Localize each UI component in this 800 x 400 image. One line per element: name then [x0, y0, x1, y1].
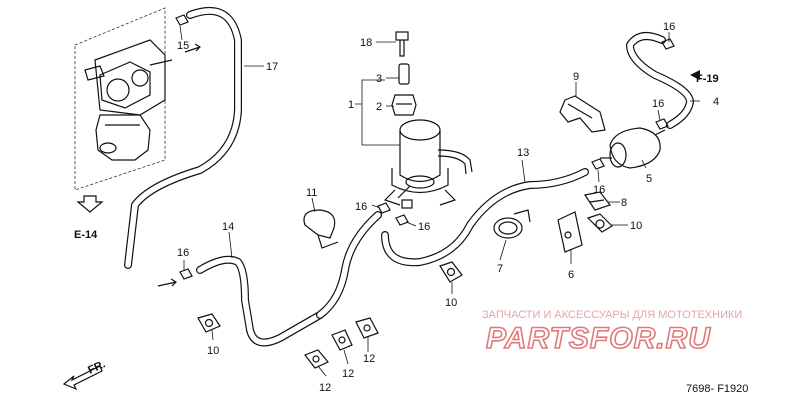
- watermark: ЗАПЧАСТИ И АКСЕССУАРЫ ДЛЯ МОТОТЕХНИКИ PA…: [482, 309, 742, 356]
- hose-13: [381, 168, 589, 267]
- part-label: 6: [568, 269, 574, 281]
- part-label: 12: [363, 353, 375, 365]
- part-label: 11: [306, 187, 317, 199]
- clip-10-center: [439, 261, 463, 283]
- fuel-pump: [383, 119, 457, 209]
- down-arrow-icon: [76, 195, 104, 213]
- part-label: 5: [646, 173, 652, 185]
- clip-8: [584, 191, 611, 211]
- part-label: 13: [517, 147, 529, 159]
- watermark-brand: PARTSFOR.RU: [486, 322, 711, 355]
- part-label: 16: [652, 98, 664, 110]
- part-label: 18: [360, 37, 372, 49]
- arrow-right-icon: [690, 70, 700, 80]
- leader-lines: [179, 25, 700, 377]
- clip-11: [303, 209, 339, 249]
- front-direction: FR.: [62, 358, 107, 391]
- direction-label: FR.: [86, 358, 107, 376]
- part-label: 2: [376, 101, 382, 113]
- hose-17: [124, 7, 242, 269]
- part-label: 10: [445, 297, 457, 309]
- part-label: 9: [573, 71, 579, 83]
- bracket-9: [559, 95, 606, 133]
- part-label: 10: [207, 345, 219, 357]
- part-label: 16: [663, 21, 675, 33]
- part-label: 15: [177, 40, 189, 52]
- part-label: 10: [630, 220, 642, 232]
- diagram-code: 7698- F1920: [686, 383, 748, 395]
- part-label: 1: [348, 99, 354, 111]
- part-label: 16: [177, 247, 189, 259]
- ref-label-left: E-14: [74, 229, 98, 241]
- part-label: 8: [621, 197, 627, 209]
- ref-label-right: F-19: [696, 73, 719, 85]
- part-label: 4: [713, 96, 719, 108]
- part-label: 3: [376, 73, 382, 85]
- clip-12-a: [304, 349, 329, 369]
- grommet-2: [391, 94, 417, 116]
- clip-10-right: [586, 213, 613, 233]
- part-label: 7: [497, 263, 503, 275]
- part-label: 12: [342, 368, 354, 380]
- watermark-caption: ЗАПЧАСТИ И АКСЕССУАРЫ ДЛЯ МОТОТЕХНИКИ: [482, 309, 742, 321]
- clip-10-left: [197, 313, 221, 333]
- collar-3: [398, 63, 410, 85]
- ref-e14: E-14: [74, 195, 104, 241]
- hose-pump-link: [437, 149, 473, 175]
- part-label: 12: [319, 382, 331, 394]
- fuel-filter-5: [600, 127, 666, 169]
- part-label: 16: [418, 221, 430, 233]
- clip-16-set: [179, 38, 675, 280]
- stay-6: [557, 211, 583, 253]
- bolt-18: [395, 31, 409, 57]
- hose-4: [626, 32, 694, 129]
- part-label: 14: [222, 221, 234, 233]
- ref-f19: F-19: [690, 70, 719, 85]
- part-labels: 1 2 3 4 5 6 7 8 9 10 10 10 11 12 12 12 1…: [177, 21, 719, 394]
- part-label: 16: [593, 184, 605, 196]
- arrow-16: [157, 278, 177, 287]
- clip-12-c: [355, 317, 379, 339]
- clip-15: [175, 14, 189, 26]
- clip-12-b: [331, 329, 353, 351]
- part-label: 17: [266, 61, 278, 73]
- hose-14: [196, 211, 382, 347]
- carburetor-assembly: [74, 7, 173, 191]
- clamp-7: [493, 209, 531, 239]
- arrow-15: [184, 43, 201, 53]
- part-label: 16: [355, 201, 367, 213]
- front-arrow-icon: [62, 365, 103, 391]
